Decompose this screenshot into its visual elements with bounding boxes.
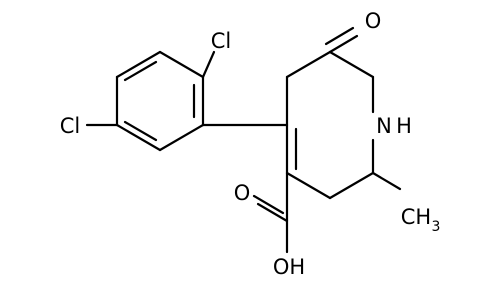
nitrogen-hydrogen-label: H	[396, 114, 412, 138]
chlorine-label: Cl	[211, 29, 232, 53]
bond	[371, 171, 402, 191]
bond	[115, 50, 162, 79]
methyl-subscript: 3	[432, 219, 441, 235]
bond	[328, 50, 375, 79]
bond	[158, 123, 205, 152]
bond	[123, 120, 158, 142]
chlorine-label: Cl	[60, 114, 81, 138]
bond	[285, 171, 332, 200]
bond	[123, 60, 158, 82]
bond	[324, 26, 355, 46]
bond	[201, 50, 216, 79]
bond	[252, 194, 285, 215]
hydroxyl-label: OH	[273, 255, 305, 279]
bond	[158, 50, 205, 79]
bond	[285, 50, 332, 79]
bond	[256, 202, 289, 223]
acid-oxygen-label: O	[234, 181, 251, 205]
methyl-label: CH	[401, 205, 431, 229]
nitrogen-label: N	[376, 114, 392, 138]
bond	[115, 123, 162, 152]
bond	[328, 171, 375, 200]
bond	[328, 34, 359, 54]
carbonyl-oxygen-label: O	[365, 9, 382, 33]
